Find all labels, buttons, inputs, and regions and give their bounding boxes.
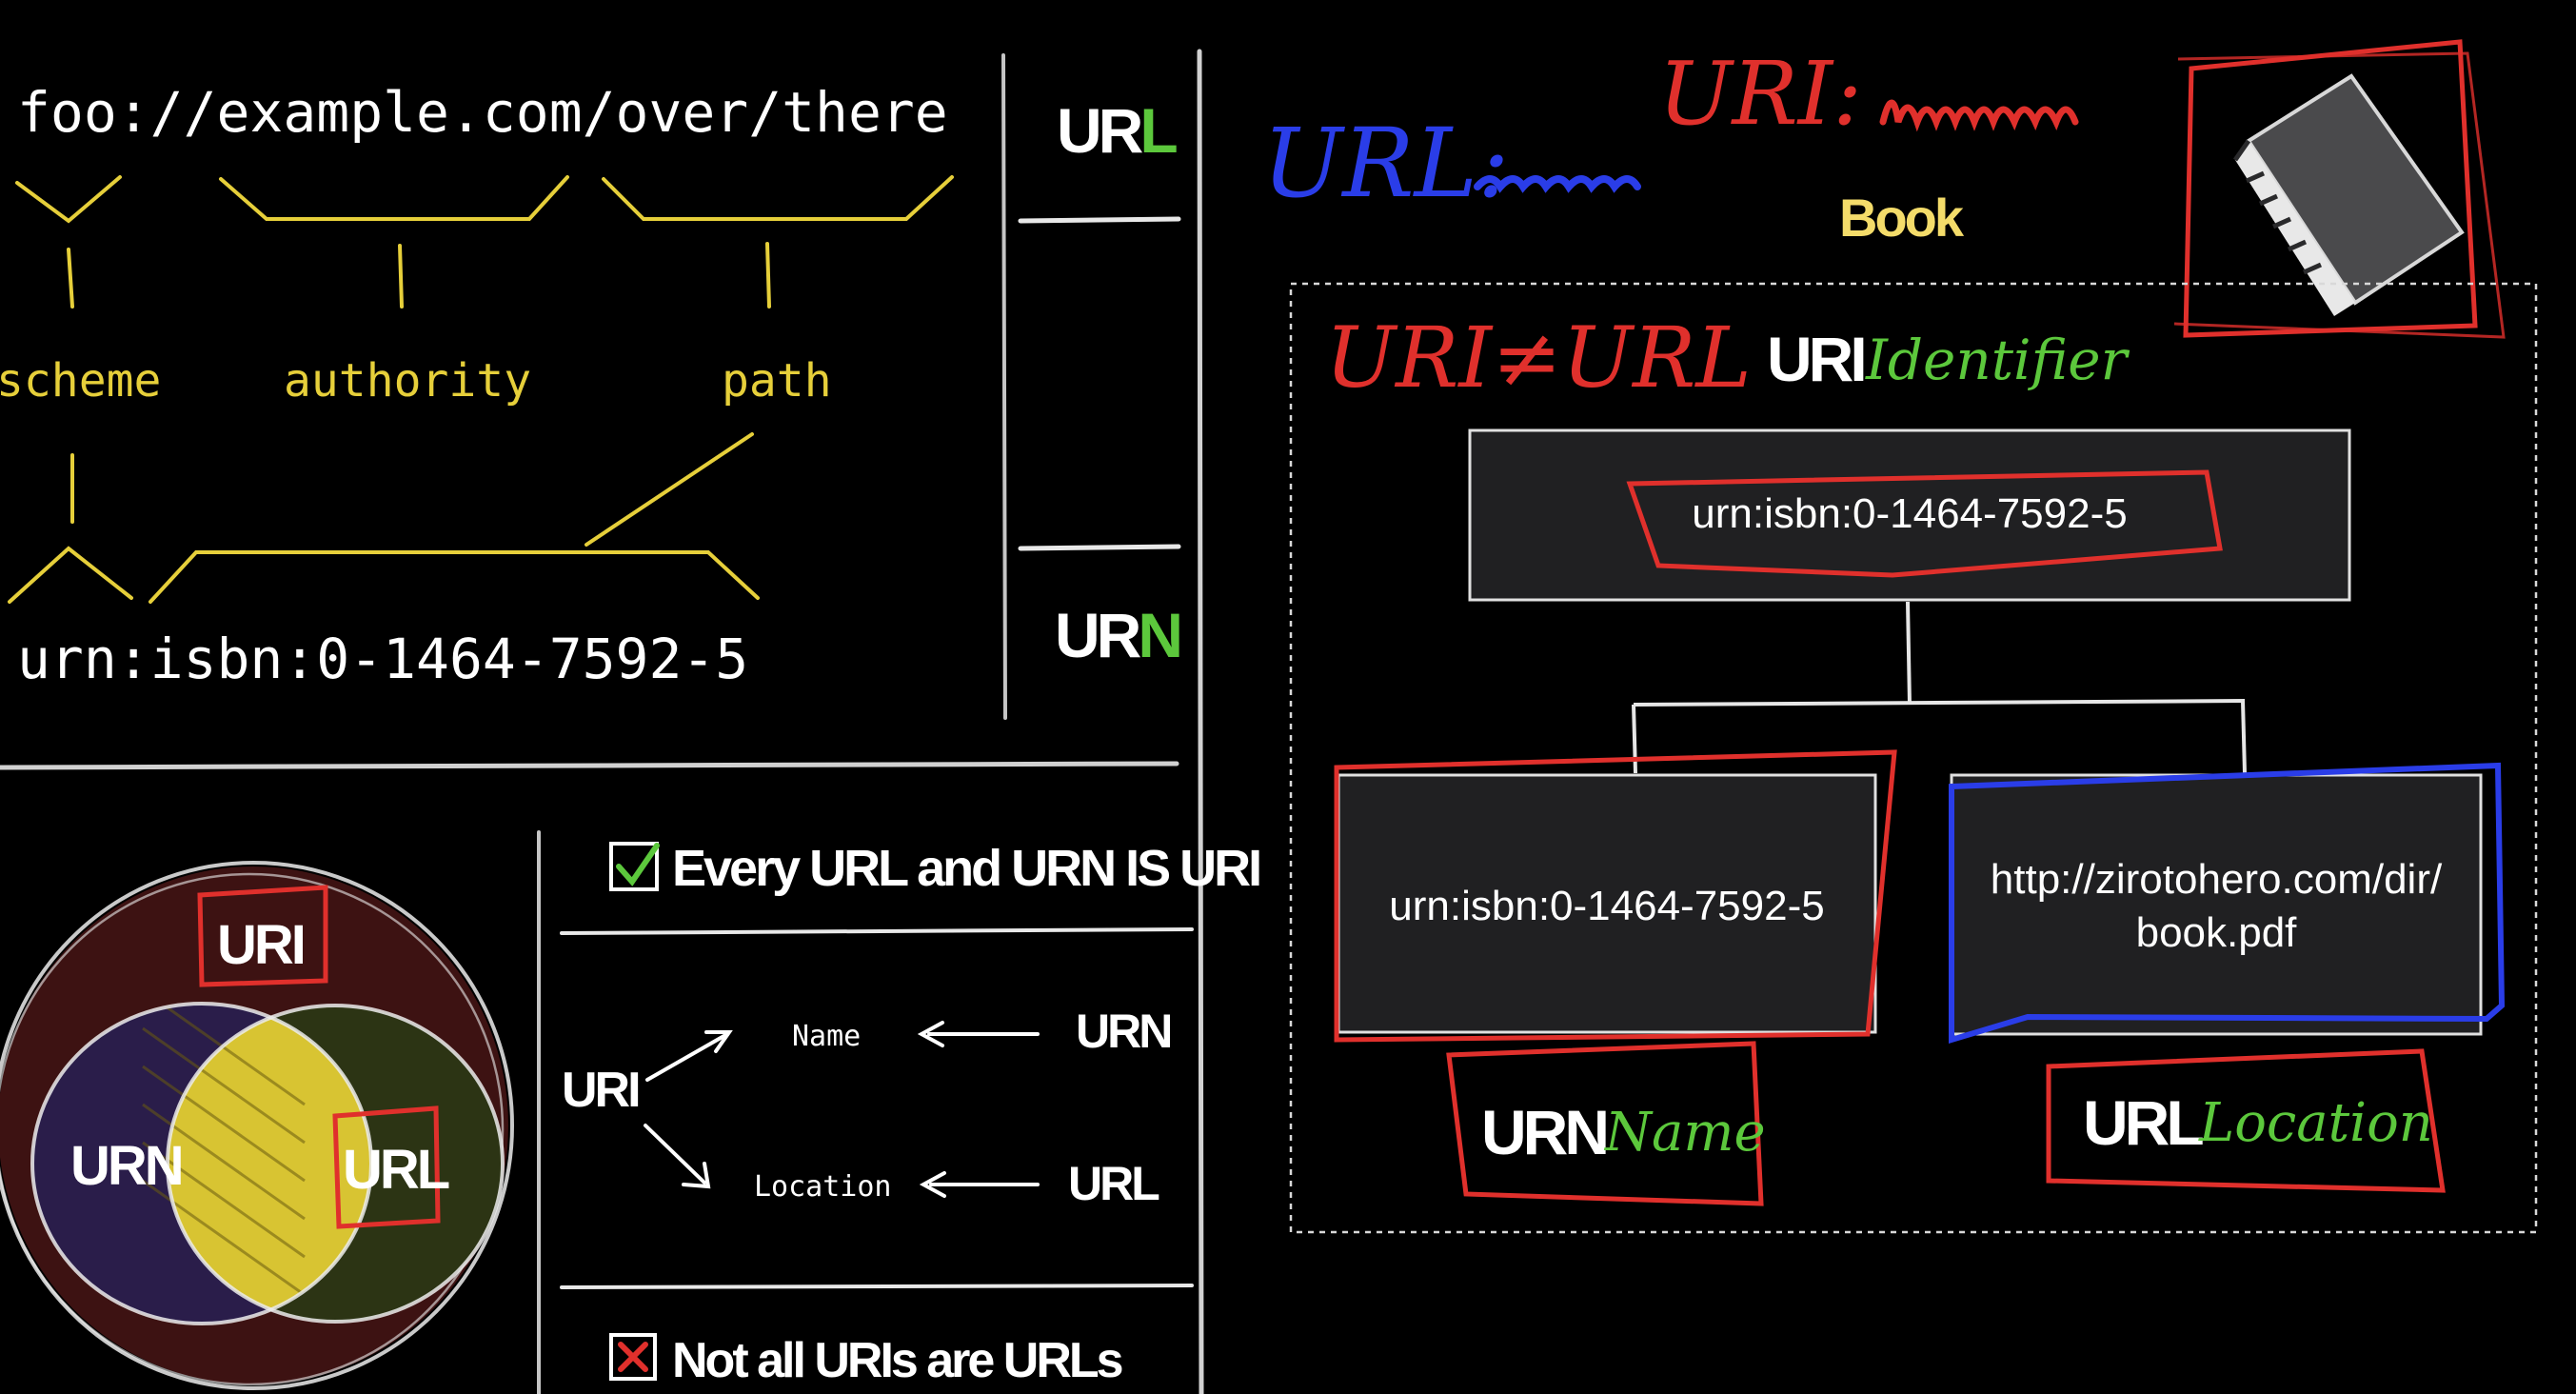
divider-horizontal-main — [0, 761, 1179, 770]
urn-badge-prefix: UR — [1055, 600, 1141, 670]
urn-example-text: urn:isbn:0-1464-7592-5 — [17, 627, 748, 691]
divider-badge-bottom — [1018, 544, 1181, 551]
url-tag: URL Location — [2046, 1048, 2446, 1193]
urn-node-text: urn:isbn:0-1464-7592-5 — [1389, 883, 1824, 929]
red-note-text: URI: — [1658, 43, 1862, 145]
url-node-text-line1: http://zirotohero.com/dir/ — [1991, 856, 2443, 903]
red-note-scribble — [1879, 99, 2079, 132]
url-node-text-line2: book.pdf — [2136, 909, 2298, 956]
venn-diagram: URI URN URL — [0, 861, 514, 1390]
venn-uri-label: URI — [217, 914, 304, 976]
facts-panel: Every URL and URN IS URI URI Name Locati… — [562, 840, 1262, 1388]
map-location-label: Location — [754, 1170, 892, 1204]
svg-text:URN: URN — [1055, 600, 1179, 670]
url-badge: URL — [1057, 95, 1180, 166]
divider-vertical-mid — [1197, 49, 1204, 1394]
cross-icon — [609, 1333, 657, 1381]
divider-facts-top — [560, 927, 1194, 935]
svg-text:URL: URL — [1057, 95, 1177, 166]
handwritten-notes: URL: URI: Book — [1262, 39, 2506, 339]
hierarchy-title: URI — [1767, 324, 1864, 394]
map-source-label: URI — [562, 1063, 639, 1118]
fact-false-text: Not all URIs are URLs — [672, 1333, 1122, 1388]
authority-brace — [219, 175, 569, 309]
fact-true-text: Every URL and URN IS URI — [672, 840, 1259, 897]
path-label: path — [722, 354, 832, 408]
urn-badge-suffix: N — [1138, 600, 1179, 670]
path-brace — [602, 175, 954, 309]
tree-connectors — [1632, 601, 2247, 774]
urn-tag: URN Name — [1446, 1041, 1766, 1206]
urn-tag-hand: Name — [1603, 1102, 1766, 1164]
root-node-text: urn:isbn:0-1464-7592-5 — [1692, 490, 2127, 537]
divider-facts-bottom — [560, 1284, 1194, 1289]
url-tag-hand: Location — [2198, 1092, 2433, 1154]
map-urn-label: URN — [1076, 1005, 1170, 1058]
url-tag-text: URL — [2083, 1087, 2203, 1158]
url-node: http://zirotohero.com/dir/ book.pdf — [1949, 762, 2506, 1045]
uri-anatomy-panel: foo://example.com/over/there scheme auth… — [0, 80, 1183, 691]
hierarchy-title-hand: Identifier — [1865, 328, 2130, 392]
hierarchy-frame — [1289, 282, 2538, 1234]
url-example-text: foo://example.com/over/there — [17, 80, 948, 145]
divider-badge-top — [1018, 216, 1181, 224]
venn-urn-label: URN — [70, 1135, 182, 1197]
venn-url-highlight — [332, 1105, 441, 1229]
scheme-label: scheme — [0, 354, 161, 408]
hierarchy-panel: URI≠URL URI Identifier urn:isbn:0-1464-7… — [1289, 282, 2538, 1234]
blue-note-scribble — [1474, 175, 1641, 193]
check-icon — [609, 842, 660, 891]
map-url-label: URL — [1068, 1157, 1159, 1210]
urn-brace — [8, 432, 760, 604]
uri-not-url-scribble: URI≠URL — [1325, 309, 1752, 407]
scheme-brace — [15, 175, 122, 309]
url-badge-suffix: L — [1139, 95, 1177, 166]
urn-tag-text: URN — [1481, 1097, 1606, 1167]
authority-label: authority — [284, 354, 531, 408]
book-caption: Book — [1839, 188, 1965, 248]
root-node: urn:isbn:0-1464-7592-5 — [1468, 428, 2351, 602]
venn-uri-highlight — [197, 885, 328, 987]
chalk-dividers — [0, 49, 1204, 1394]
divider-vertical-left — [1001, 53, 1007, 720]
urn-badge: URN — [1055, 600, 1183, 670]
venn-url-label: URL — [343, 1139, 449, 1201]
blue-note-text: URL: — [1262, 108, 1510, 219]
url-badge-prefix: UR — [1057, 95, 1143, 166]
urn-node: urn:isbn:0-1464-7592-5 — [1334, 749, 1897, 1043]
map-name-label: Name — [792, 1020, 861, 1053]
map-arrows — [644, 1021, 1040, 1198]
book-icon — [2173, 39, 2506, 339]
